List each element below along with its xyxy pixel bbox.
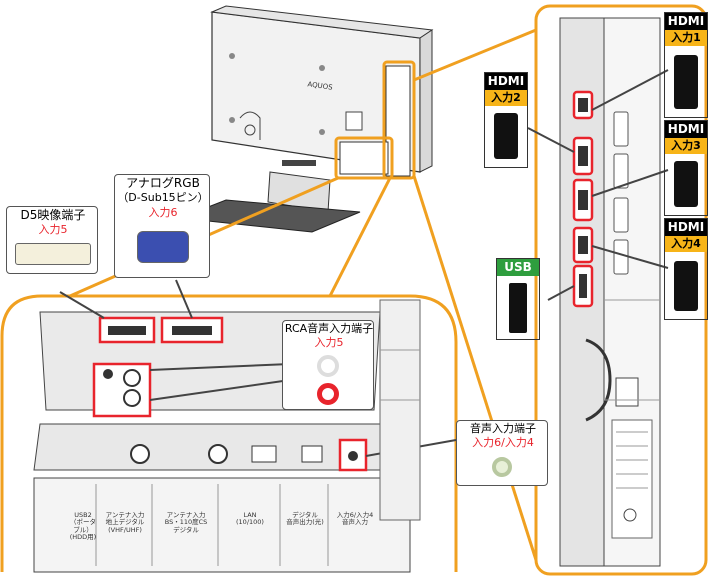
hdmi-tag-3-name: HDMI <box>665 121 707 138</box>
vga-title-line2: （D-Sub15ピン） <box>117 191 209 204</box>
bottom-label-line1: USB2 <box>74 511 92 519</box>
bottom-label-line2: (10/100) <box>236 518 264 527</box>
vga-callout: アナログRGB （D-Sub15ピン） 入力6 <box>114 174 210 278</box>
d5-input: 入力5 <box>38 223 68 236</box>
hdmi-tag-1-input: 入力1 <box>665 30 707 46</box>
vga-input: 入力6 <box>148 206 178 219</box>
bottom-label-usb2: USB2 （ポータブル） (HDD用) <box>68 511 98 542</box>
usb-port-icon <box>509 283 527 333</box>
bottom-label-line3: (HDD用) <box>69 533 97 542</box>
hdmi-tag-4: HDMI 入力4 <box>664 218 708 320</box>
bottom-zoom-frame <box>0 294 458 572</box>
side-panel <box>559 17 661 567</box>
side-zoom-frame <box>534 4 708 576</box>
rca-callout: RCA音声入力端子 入力5 <box>282 320 374 410</box>
hdmi-port-icon <box>494 113 518 159</box>
usb-tag: USB <box>496 258 540 340</box>
bottom-label-line2: 音声出力(光) <box>286 518 324 527</box>
vga-port-icon <box>137 231 189 263</box>
bottom-label-line1: デジタル <box>292 511 318 519</box>
bottom-label-line2: 地上デジタル <box>105 518 145 527</box>
audio-title: 音声入力端子 <box>470 422 536 435</box>
bottom-label-line2: BS・110度CS <box>164 518 208 527</box>
d5-port-icon <box>15 243 91 265</box>
bottom-label-audio-in: 入力6/入力4 音声入力 <box>330 511 380 527</box>
hdmi-tag-2: HDMI 入力2 <box>484 72 528 168</box>
bottom-label-bs-cs: アンテナ入力 BS・110度CS デジタル <box>154 511 218 534</box>
tv-back-view <box>179 5 434 233</box>
hdmi-tag-2-input: 入力2 <box>485 90 527 106</box>
zoom-frames <box>0 4 708 576</box>
bottom-label-lan: LAN (10/100) <box>220 511 280 527</box>
bottom-label-line3: (VHF/UHF) <box>108 525 142 534</box>
bottom-label-line2: （ポータブル） <box>70 518 96 534</box>
audio-input: 入力6/入力4 <box>472 436 534 449</box>
bottom-label-optical: デジタル 音声出力(光) <box>282 511 328 527</box>
rca-title: RCA音声入力端子 <box>284 322 374 335</box>
hdmi-tag-4-name: HDMI <box>665 219 707 236</box>
audio-jack-icon <box>492 457 512 477</box>
vga-title-line1: アナログRGB <box>126 176 200 190</box>
bottom-label-line2: 音声入力 <box>342 518 368 527</box>
hdmi-tag-3: HDMI 入力3 <box>664 120 708 216</box>
usb-tag-name: USB <box>497 259 539 276</box>
side-leader-lines <box>527 69 669 301</box>
bottom-label-line1: LAN <box>243 511 257 519</box>
bottom-label-line3: デジタル <box>173 525 199 534</box>
bottom-label-line1: アンテナ入力 <box>105 511 145 519</box>
rca-red-jack-icon <box>317 383 339 405</box>
hdmi-port-icon <box>674 261 698 311</box>
hdmi-port-icon <box>674 161 698 207</box>
rca-white-jack-icon <box>317 355 339 377</box>
hdmi-tag-3-input: 入力3 <box>665 138 707 154</box>
rca-input: 入力5 <box>314 336 344 349</box>
bottom-label-terrestrial: アンテナ入力 地上デジタル (VHF/UHF) <box>98 511 152 534</box>
bottom-label-line1: 入力6/入力4 <box>336 511 374 519</box>
audio-callout: 音声入力端子 入力6/入力4 <box>456 420 548 486</box>
hdmi-tag-1: HDMI 入力1 <box>664 12 708 118</box>
hdmi-tag-2-name: HDMI <box>485 73 527 90</box>
hdmi-port-icon <box>674 55 698 109</box>
d5-title: D5映像端子 <box>20 208 86 222</box>
bottom-label-line1: アンテナ入力 <box>166 511 206 519</box>
hdmi-tag-4-input: 入力4 <box>665 236 707 252</box>
d5-callout: D5映像端子 入力5 <box>6 206 98 274</box>
hdmi-tag-1-name: HDMI <box>665 13 707 30</box>
